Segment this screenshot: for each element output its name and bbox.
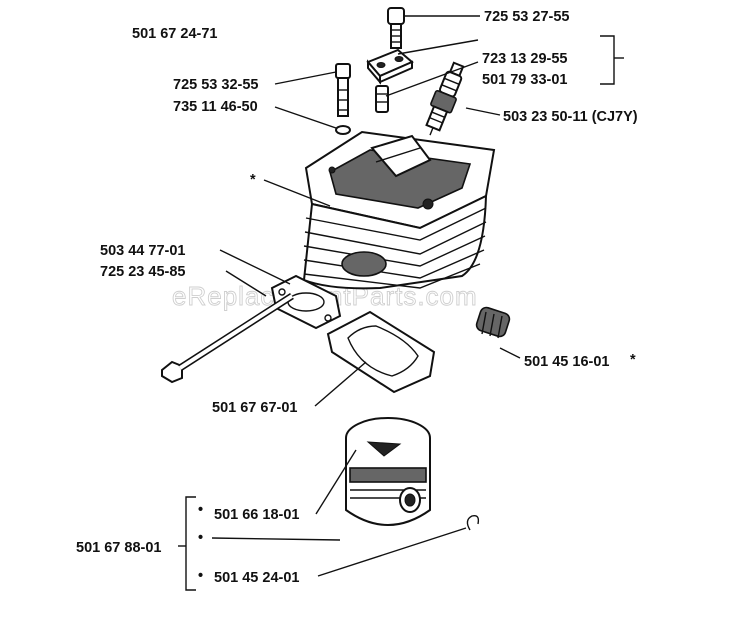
plate-screw-drawing <box>375 85 389 113</box>
bearing-drawing <box>475 306 511 339</box>
callout-piston-kit: 501 67 88-01 <box>76 540 161 556</box>
assembly-number-label: 501 67 24-71 <box>132 26 217 42</box>
callout-plate-screw: 501 79 33-01 <box>482 72 567 88</box>
callout-long-bolt: 725 23 45-85 <box>100 264 185 280</box>
circlip-drawing <box>466 514 480 531</box>
callout-base-gasket: 501 67 67-01 <box>212 400 297 416</box>
callout-plate: 723 13 29-55 <box>482 51 567 67</box>
callout-screw-top: 725 53 27-55 <box>484 9 569 25</box>
callout-gasket-small: 503 44 77-01 <box>100 243 185 259</box>
callout-spark-plug: 503 23 50-11 (CJ7Y) <box>503 109 638 125</box>
base-gasket-drawing <box>326 310 436 394</box>
marker-asterisk-bearing: * <box>630 352 636 368</box>
marker-dot-circlip: • <box>198 568 203 584</box>
plate-drawing <box>366 48 414 85</box>
long-bolt-drawing <box>161 293 294 384</box>
marker-asterisk-cylinder: * <box>250 172 256 188</box>
callout-bolt-left: 725 53 32-55 <box>173 77 258 93</box>
leader-lines <box>178 15 624 591</box>
callout-piston: 501 66 18-01 <box>214 507 299 523</box>
washer-drawing <box>335 125 351 135</box>
left-bolt-drawing <box>335 63 351 117</box>
marker-dot-kit: • <box>198 530 203 546</box>
callout-washer: 735 11 46-50 <box>173 99 258 115</box>
cylinder-drawing <box>302 130 496 290</box>
callout-bearing: 501 45 16-01 <box>524 354 609 370</box>
callout-circlip: 501 45 24-01 <box>214 570 299 586</box>
marker-dot-piston: • <box>198 502 203 518</box>
spark-plug-drawing <box>425 61 465 136</box>
top-screw-drawing <box>387 7 405 49</box>
piston-drawing <box>345 417 431 526</box>
